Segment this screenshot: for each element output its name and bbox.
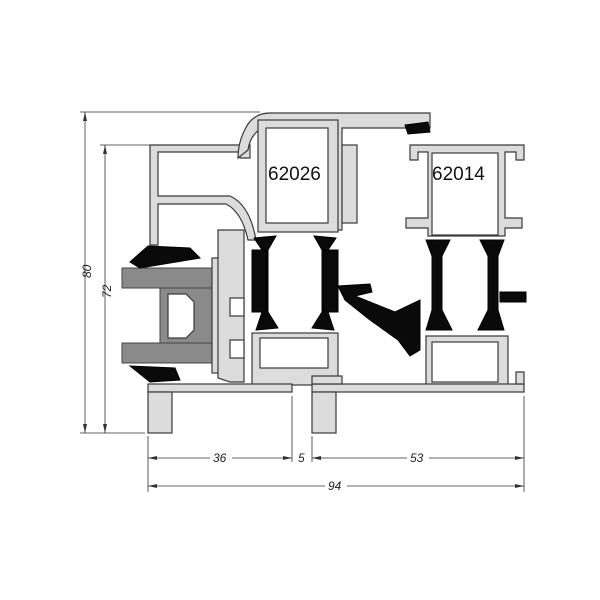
frame-thermal-break-left <box>425 239 453 331</box>
dim-width-left: 36 <box>213 451 227 465</box>
frame-hook <box>311 375 343 385</box>
frame-bottom-bar-right <box>311 383 525 393</box>
center-gasket <box>337 283 421 357</box>
sash-profile-62026 <box>237 112 431 386</box>
glass-unit <box>121 257 221 374</box>
dim-width-gap: 5 <box>298 451 305 465</box>
spacer-cavity <box>167 293 195 339</box>
top-glass-gasket <box>129 245 202 269</box>
insert-slot-1 <box>229 297 245 317</box>
dim-height-total: 80 <box>80 264 94 278</box>
outer-frame-bottom <box>147 371 525 434</box>
top-seal-gasket <box>404 121 431 135</box>
horizontal-dimensions: 36 5 53 94 <box>147 396 525 493</box>
dim-width-right: 53 <box>410 451 424 465</box>
label-bg-53 <box>407 450 429 464</box>
frame-bottom-bar-left <box>147 383 293 393</box>
sash-bar-left <box>251 249 267 313</box>
frame-profile-62014 <box>405 144 527 387</box>
sash-upper-chamber <box>265 127 329 224</box>
insert-slot-2 <box>229 339 245 359</box>
frame-thermal-break-right <box>477 239 505 331</box>
label-bg-36 <box>210 450 232 464</box>
frame-side-fin <box>499 291 527 303</box>
dim-height-inner: 72 <box>100 284 114 298</box>
frame-foot-left <box>147 391 173 434</box>
bottom-glass-gasket <box>128 365 181 383</box>
frame-end-lip <box>515 371 525 385</box>
frame-upper-chamber <box>431 152 499 236</box>
dim-width-total: 94 <box>328 479 342 493</box>
sash-bar-right <box>323 249 339 313</box>
glass-pane-inner <box>121 342 215 364</box>
sash-code-label: 62026 <box>268 164 321 185</box>
glass-pane-outer <box>121 267 215 289</box>
sash-side-clip <box>341 144 358 224</box>
sash-lower-chamber <box>259 337 329 369</box>
glazing-bead-profile <box>128 144 257 383</box>
frame-foot-right <box>311 391 337 434</box>
label-bg-94 <box>325 478 347 492</box>
frame-code-label: 62014 <box>432 164 485 185</box>
frame-lower-chamber <box>431 341 499 383</box>
vertical-dimensions: 80 72 <box>80 111 260 434</box>
